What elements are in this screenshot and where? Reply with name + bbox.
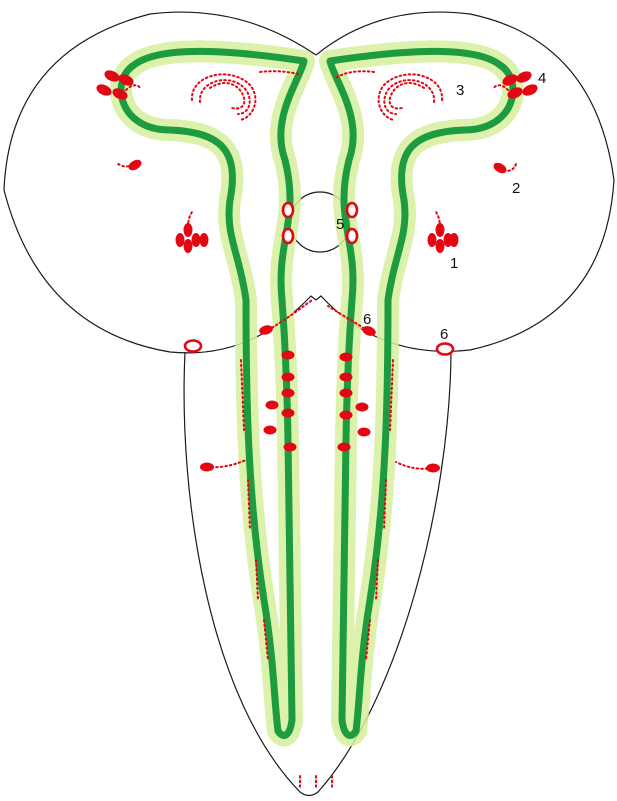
trunk-cell-left [282,389,295,398]
cell-6-left [258,324,274,336]
trunk-cell-right [340,373,353,382]
cell-5-lower-right [347,229,357,243]
side-cell-left [200,463,214,472]
trunk-outline [184,352,451,796]
label-2: 2 [512,180,520,197]
ring-cell-6-right [437,344,453,355]
trunk-cell-left [282,373,295,382]
label-3: 3 [456,82,464,99]
label-6-right: 6 [440,326,448,343]
cell-cluster-1-right [428,233,437,247]
label-1: 1 [450,255,458,272]
right-arc-projection-2 [384,80,434,114]
cell-5-upper-left [283,203,293,217]
trunk-cell-left [284,443,297,452]
cell-2-right [492,161,509,176]
trunk-cell-left [282,351,295,360]
side-cell-right [426,464,440,473]
label-6-center: 6 [363,311,371,328]
left-cord-glow [121,51,304,735]
cell-2-left [127,158,144,173]
cell-cluster-1-left [176,233,185,247]
trunk-cell-right [338,443,351,452]
left-arc-projection-3 [210,83,244,108]
right-arc-projection-3 [390,83,424,108]
trunk-cell-right [358,428,371,437]
trunk-cell-right [340,389,353,398]
trunk-cell-left [282,409,295,418]
right-cord-glow [330,51,513,735]
cell-5-lower-left [283,229,293,243]
left-arc-projection-2 [200,80,250,114]
label-4: 4 [538,70,546,87]
trunk-cell-right [340,353,353,362]
cell-cluster-1-right [450,233,459,247]
left-arc-projection-1 [192,74,255,120]
cell-cluster-1-left [184,239,193,253]
cell-cluster-1-right [436,223,445,237]
nerve-cords [121,51,513,735]
cell-5-upper-right [347,203,357,217]
ring-cell-6-left [185,341,201,352]
trunk-cell-right [340,411,353,420]
cell-cluster-1-right [436,239,445,253]
trunk-cell-left [266,401,279,410]
cell-cluster-1-left [192,233,201,247]
cell-cluster-1-left [200,233,209,247]
cell-cluster-1-left [184,223,193,237]
right-arc-projection-1 [379,74,442,120]
trunk-cell-right [356,403,369,412]
label-5: 5 [336,216,344,233]
body-outline [4,12,614,795]
trunk-cell-left [264,426,277,435]
dotted-projections [116,71,516,788]
